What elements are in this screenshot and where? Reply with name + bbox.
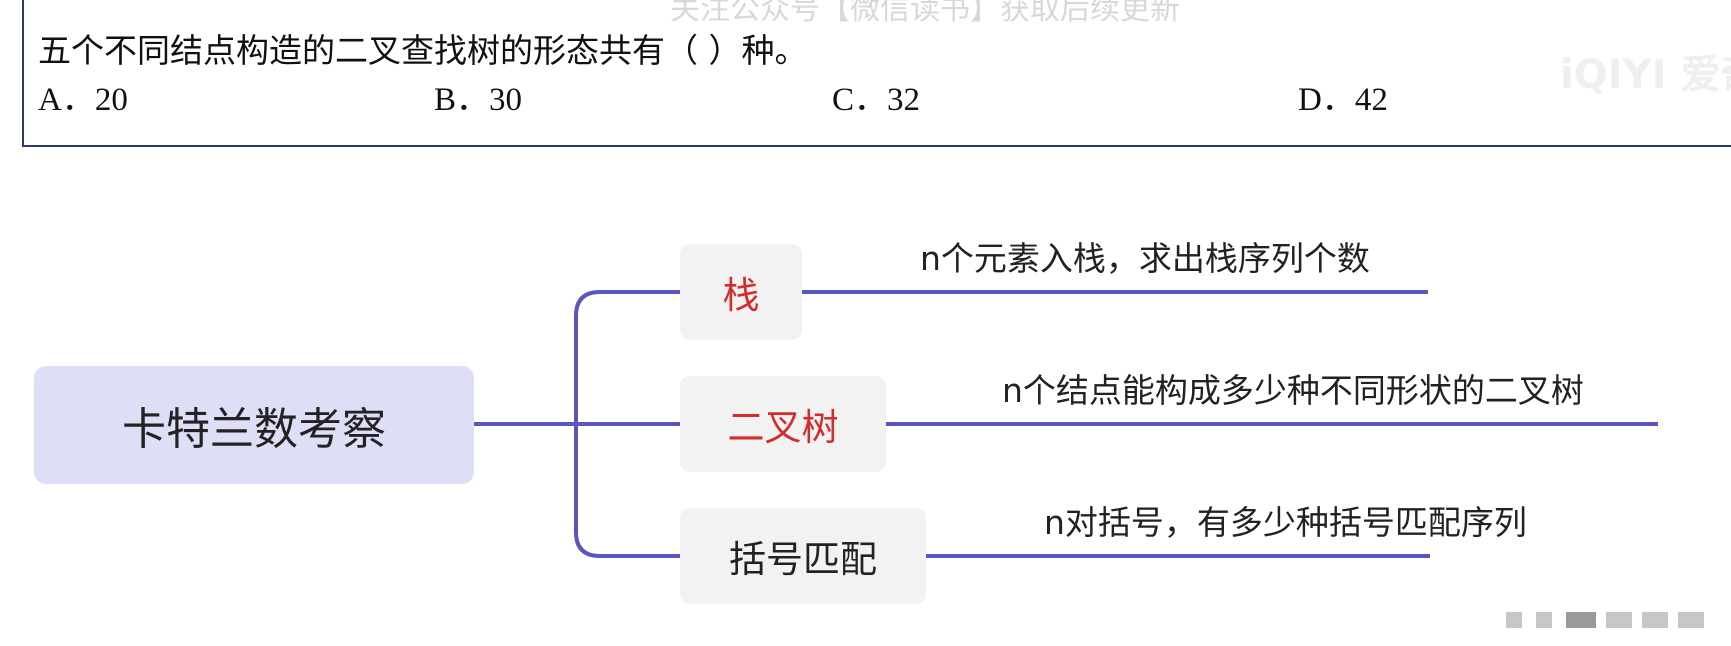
pager-dot[interactable] [1606,612,1632,628]
pager-dot[interactable] [1678,612,1704,628]
pager-dot-active[interactable] [1566,612,1596,628]
branch-node-binary-tree: 二叉树 [680,376,886,472]
branch-label-stack: 栈 [722,274,760,317]
description-bracket-matching: n对括号，有多少种括号匹配序列 [1044,503,1527,542]
branch-node-stack: 栈 [680,244,802,340]
description-stack: n个元素入栈，求出栈序列个数 [920,239,1370,278]
option-b: B．30 [434,82,523,118]
branch-node-bracket-matching: 括号匹配 [680,508,926,604]
iqiyi-watermark-logo: iQIYI 爱奇 [1560,52,1731,98]
pager-dot[interactable] [1642,612,1668,628]
mindmap-root-node: 卡特兰数考察 [34,366,474,484]
branch-label-bracket-matching: 括号匹配 [729,538,877,581]
question-text: 五个不同结点构造的二叉查找树的形态共有（ ）种。 [38,31,808,70]
description-binary-tree: n个结点能构成多少种不同形状的二叉树 [1002,371,1584,410]
option-c: C．32 [832,82,921,118]
question-panel [22,0,1731,147]
pager-dot[interactable] [1536,612,1552,628]
branch-label-binary-tree: 二叉树 [727,406,839,449]
faded-header-text: 关注公众号【微信读书】获取后续更新 [670,0,1180,27]
root-label: 卡特兰数考察 [122,404,386,455]
pager-dot[interactable] [1506,612,1522,628]
option-d: D．42 [1298,82,1388,118]
option-a: A．20 [38,82,128,118]
